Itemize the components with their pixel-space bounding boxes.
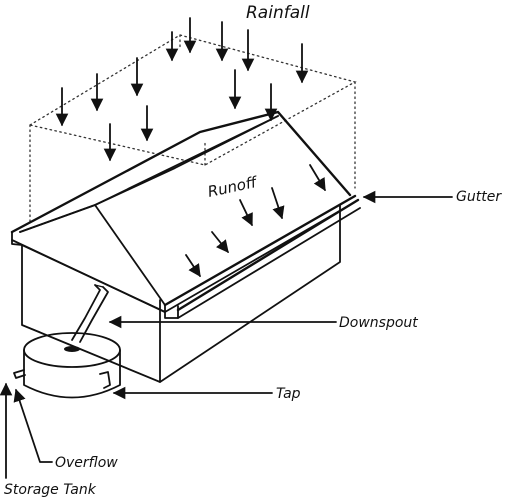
overflow-leader-arrow — [13, 388, 53, 463]
overflow-label: Overflow — [55, 455, 118, 471]
gutter-label: Gutter — [456, 189, 502, 205]
downspout — [71, 284, 109, 343]
runoff-arrow — [239, 199, 253, 227]
runoff-arrows — [185, 164, 326, 278]
runoff-arrow — [185, 254, 201, 278]
catchment-volume-outline — [28, 34, 357, 226]
gutter — [11, 198, 361, 319]
rainfall-label: Rainfall — [246, 3, 310, 23]
storage-tank-label: Storage Tank — [4, 482, 97, 498]
house-walls — [21, 204, 341, 383]
runoff-arrow — [211, 231, 229, 253]
runoff-arrow — [309, 164, 326, 192]
downspout-label: Downspout — [339, 315, 418, 331]
runoff-label: Runoff — [206, 173, 260, 201]
tap-label: Tap — [276, 386, 301, 402]
label-leaders — [0, 190, 453, 479]
runoff-arrow — [271, 187, 285, 220]
storage-tank — [13, 332, 121, 399]
rain-arrows — [55, 17, 309, 162]
